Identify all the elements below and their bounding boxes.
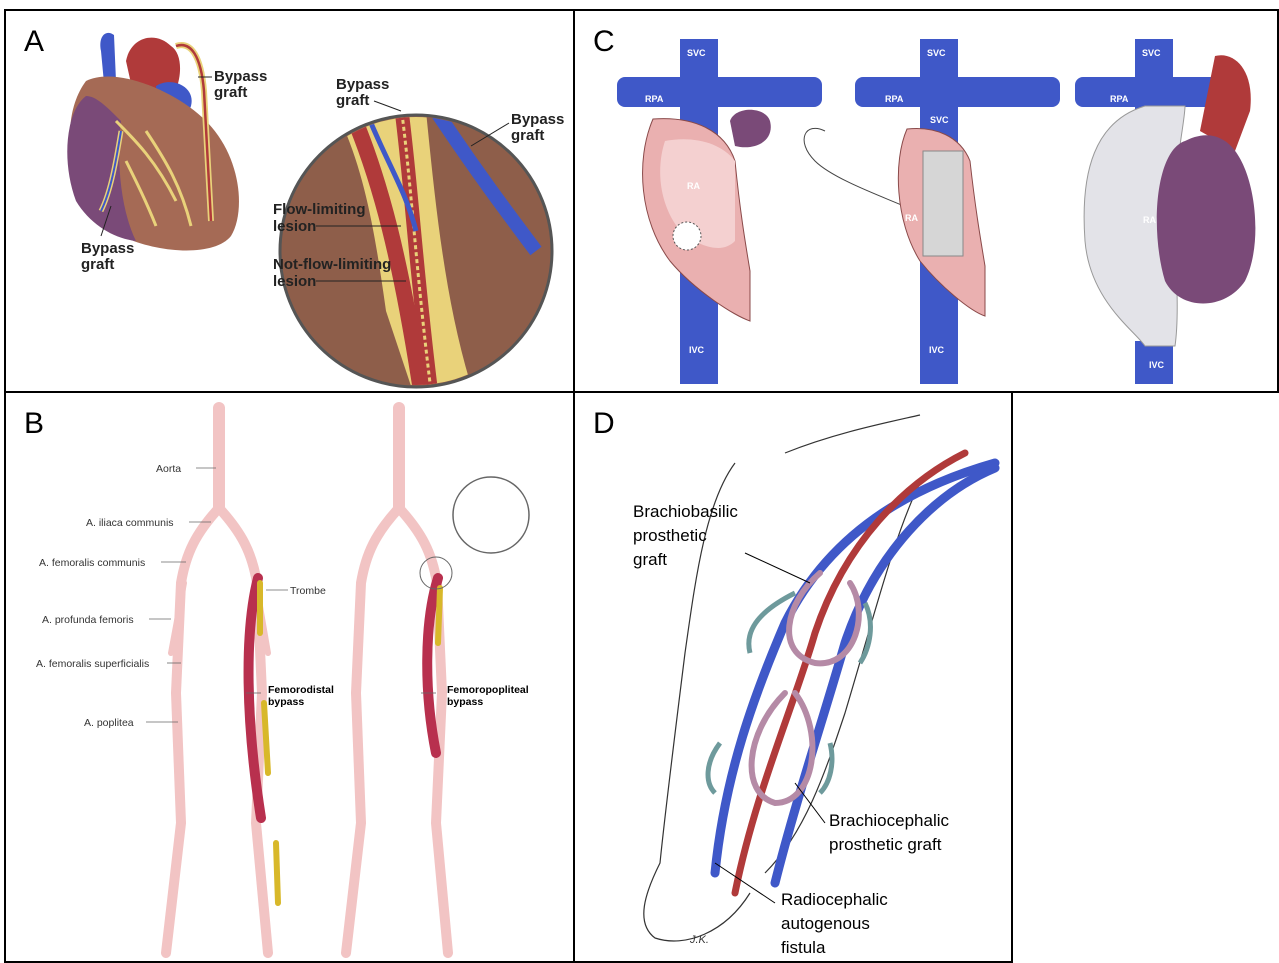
heart-illustration [67, 33, 239, 251]
label-text: Bypass [214, 68, 267, 85]
label-aorta: Aorta [156, 463, 181, 475]
panel-c-illustration: SVC RPA RA IVC SVC RPA SVC RA IVC SVC RP [575, 11, 1279, 393]
label-brachiobasilic: graft [633, 550, 667, 569]
magnified-view [280, 106, 552, 393]
label-iliaca: A. iliaca communis [86, 517, 174, 529]
label-poplitea: A. poplitea [84, 717, 134, 729]
label-text: Not-flow-limiting [273, 256, 391, 273]
label-text: Bypass [81, 240, 134, 257]
label-trombe: Trombe [290, 585, 326, 597]
label-ra: RA [687, 181, 700, 191]
label-femorodistal: Femorodistal [268, 684, 334, 696]
label-rpa: RPA [1110, 94, 1129, 104]
label-femoropopliteal: bypass [447, 696, 483, 708]
label-svc: SVC [930, 115, 949, 125]
label-svc: SVC [687, 48, 706, 58]
label-text: graft [214, 84, 247, 101]
fontan-stage-2: SVC RPA SVC RA IVC [855, 39, 1060, 384]
fontan-stage-3: SVC RPA RA IVC [1075, 39, 1255, 384]
arterial-tree-right [346, 408, 448, 953]
label-text: graft [511, 127, 544, 144]
label-text: graft [81, 256, 114, 273]
label-femoropopliteal: Femoropopliteal [447, 684, 529, 696]
panel-b: B [4, 391, 575, 963]
label-text: lesion [273, 273, 316, 290]
label-profunda: A. profunda femoris [42, 614, 134, 626]
label-brachiobasilic: Brachiobasilic [633, 502, 738, 521]
label-svc: SVC [1142, 48, 1161, 58]
panel-d-illustration: Brachiobasilic prosthetic graft Brachioc… [575, 393, 1013, 963]
panel-a: A [4, 9, 575, 393]
signature: J.K. [689, 934, 709, 946]
label-radiocephalic: Radiocephalic [781, 890, 888, 909]
label-radiocephalic: autogenous [781, 914, 870, 933]
label-rpa: RPA [885, 94, 904, 104]
label-ra: RA [905, 213, 918, 223]
label-text: Bypass [336, 76, 389, 93]
label-text: lesion [273, 218, 316, 235]
label-svc: SVC [927, 48, 946, 58]
label-text: graft [336, 92, 369, 109]
label-ivc: IVC [929, 345, 945, 355]
panel-d: D Brachiobasilic prosthetic graft Brachi… [573, 391, 1013, 963]
label-brachiocephalic: Brachiocephalic [829, 811, 950, 830]
label-ivc: IVC [689, 345, 705, 355]
label-text: Flow-limiting [273, 201, 365, 218]
panel-b-illustration: Aorta A. iliaca communis A. femoralis co… [6, 393, 575, 963]
label-rpa: RPA [645, 94, 664, 104]
panel-a-illustration: Bypass graft Bypass graft Bypass graft B… [6, 11, 575, 393]
label-brachiobasilic: prosthetic [633, 526, 707, 545]
label-brachiocephalic: prosthetic graft [829, 835, 942, 854]
label-ivc: IVC [1149, 360, 1165, 370]
label-text: Bypass [511, 111, 564, 128]
label-femoralis-communis: A. femoralis communis [39, 557, 145, 569]
label-ra: RA [1143, 215, 1156, 225]
label-femorodistal: bypass [268, 696, 304, 708]
panel-c: C SVC RPA RA IVC SVC RPA SVC RA IVC [573, 9, 1279, 393]
label-bypass-graft-circle-top: Bypass graft [336, 76, 401, 111]
label-radiocephalic: fistula [781, 938, 826, 957]
label-bypass-graft-top: Bypass graft [198, 68, 267, 101]
label-superficialis: A. femoralis superficialis [36, 658, 149, 670]
magnifier-circle [453, 477, 529, 553]
